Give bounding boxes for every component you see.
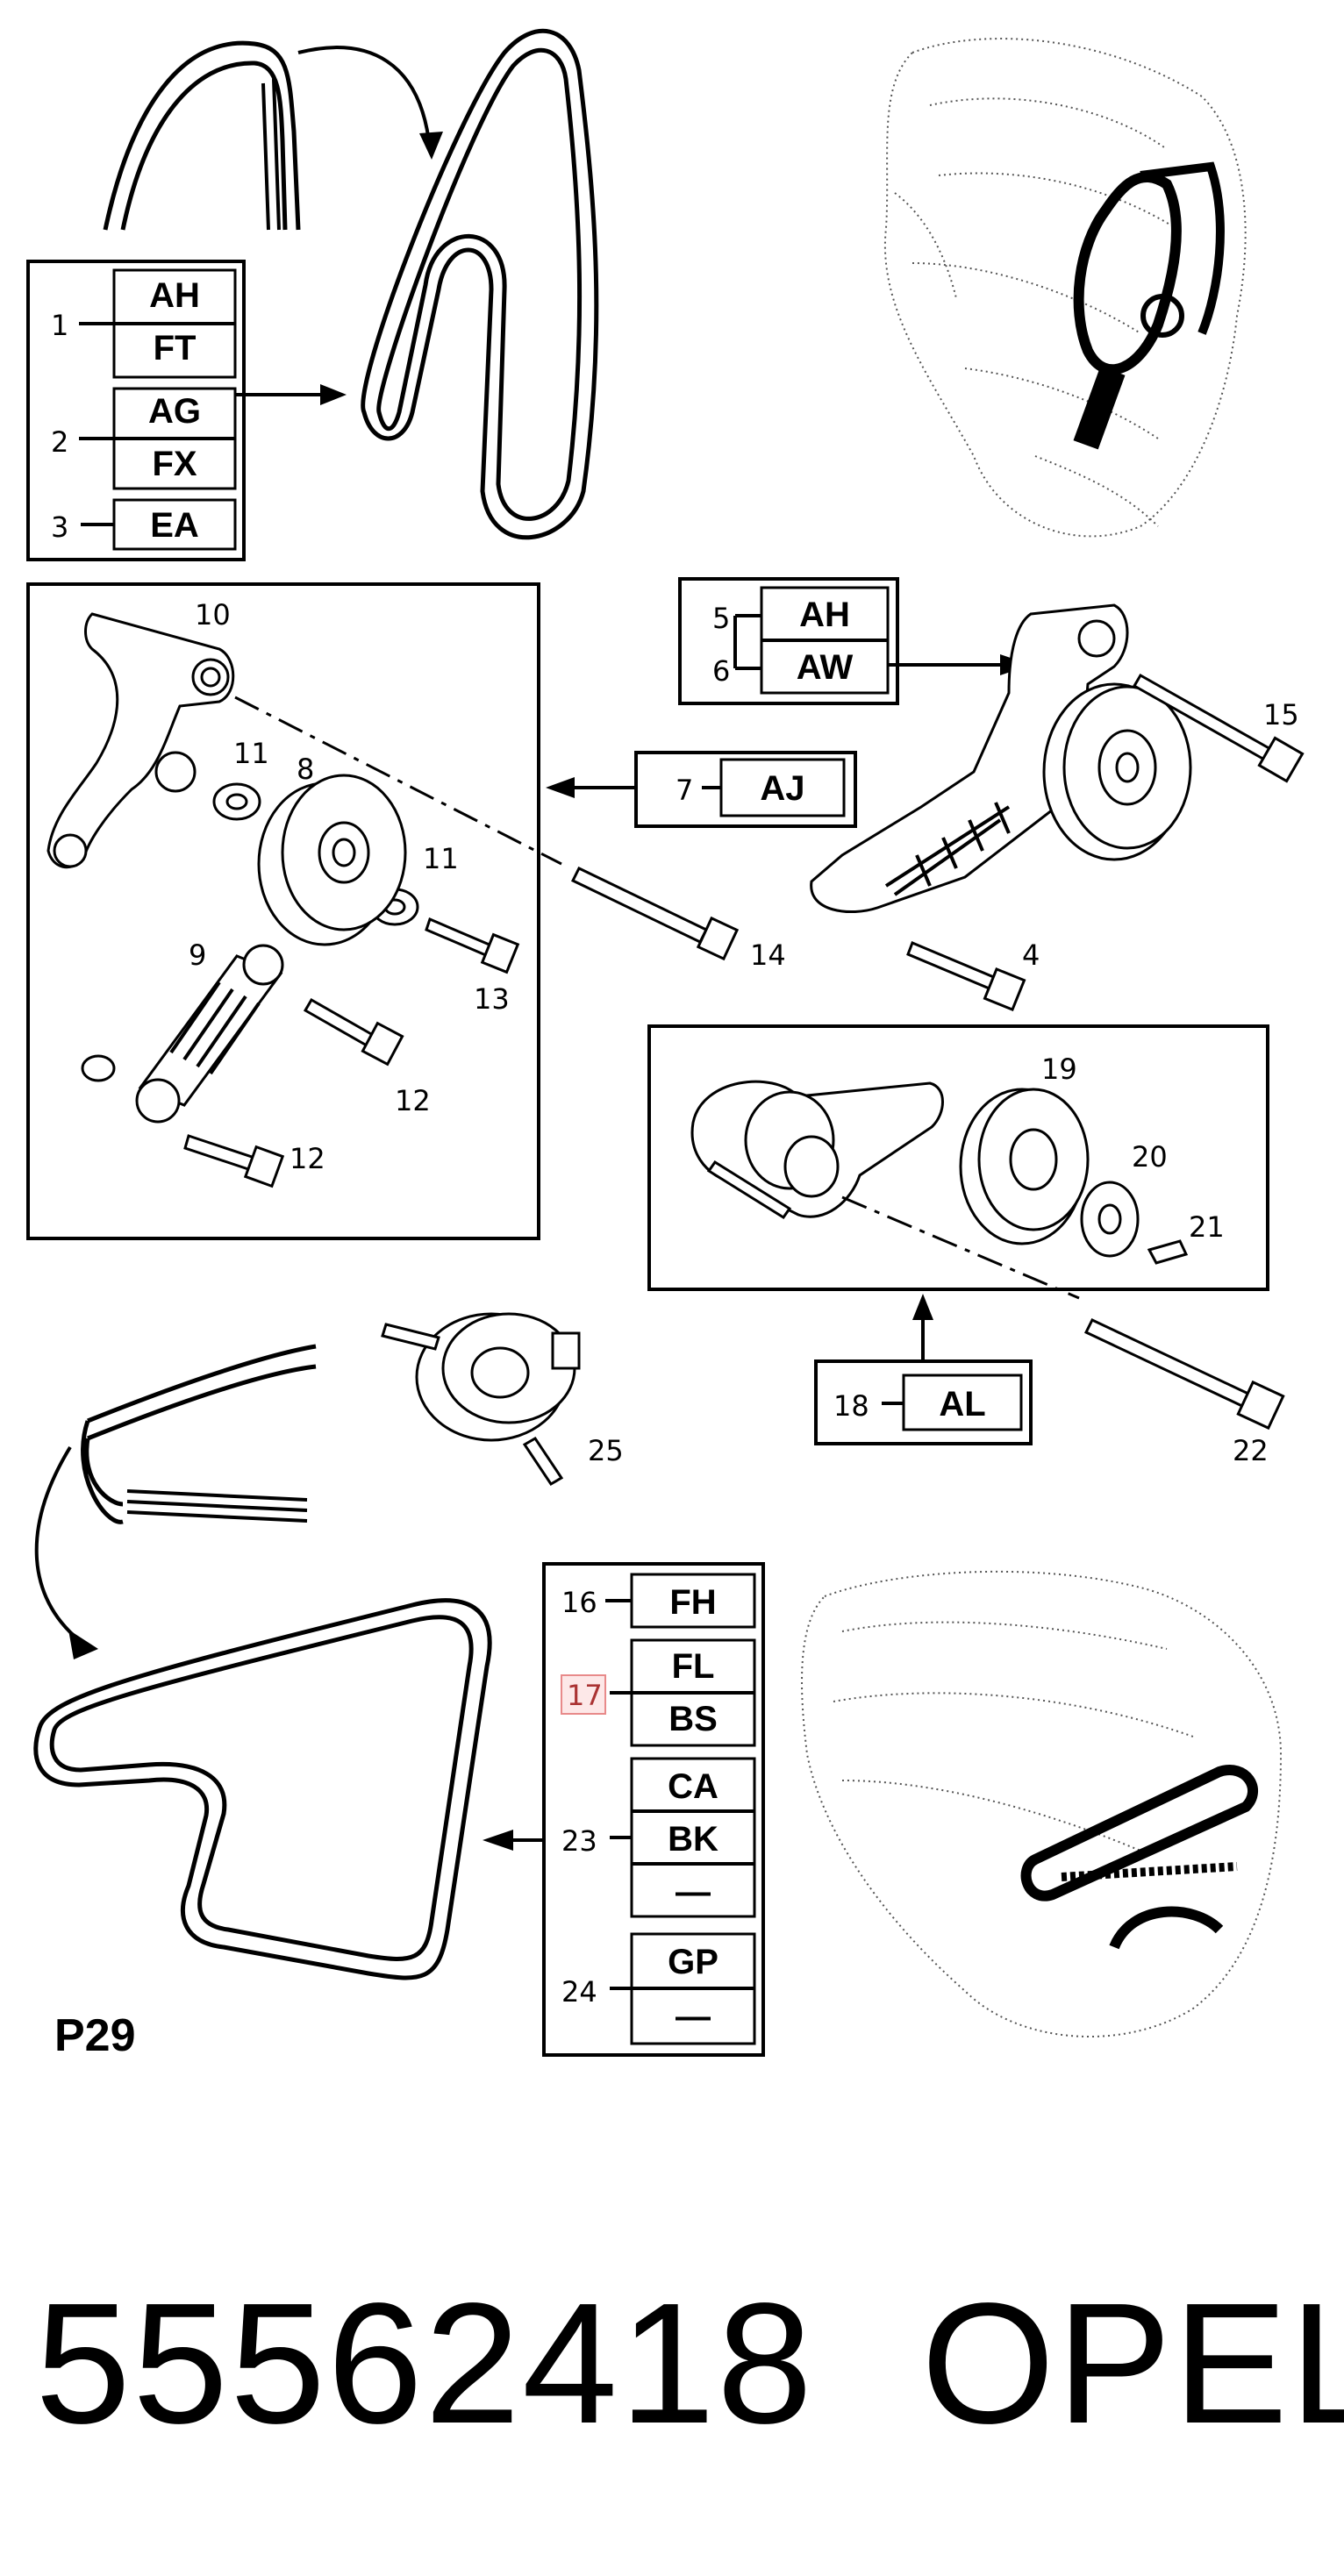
code-FT: FT <box>154 329 197 367</box>
belt-fragment-bottom <box>34 1344 317 1659</box>
idler-pulley-25 <box>381 1312 581 1487</box>
footer: 55562418 OPEL <box>35 2267 1344 2459</box>
callout-6: 6 <box>712 654 730 688</box>
label-11a: 11 <box>233 737 269 770</box>
part-number: 55562418 <box>35 2267 815 2459</box>
code-box-groups-5-6 <box>678 577 1031 705</box>
pulley-assembly-box <box>647 1024 1269 1291</box>
code-dash-23: — <box>676 1873 711 1911</box>
pointer-arrow-curve <box>297 46 432 150</box>
label-12b: 12 <box>290 1142 325 1175</box>
label-12a: 12 <box>395 1084 431 1117</box>
code-AJ: AJ <box>760 769 804 808</box>
code-AG: AG <box>148 392 201 431</box>
callout-17-highlight <box>561 1674 606 1715</box>
label-20: 20 <box>1132 1140 1168 1174</box>
callout-24: 24 <box>561 1975 597 2009</box>
brand-name: OPEL <box>921 2267 1344 2459</box>
code-FH: FH <box>669 1583 716 1622</box>
page-code: P29 <box>54 2010 136 2061</box>
callout-3: 3 <box>51 510 68 544</box>
tensioner-parts-left <box>46 612 520 1188</box>
label-25: 25 <box>588 1434 624 1467</box>
label-8: 8 <box>297 753 314 786</box>
code-dash-24: — <box>676 1997 711 2036</box>
code-box-groups-16-24 <box>483 1562 765 2057</box>
callout-18: 18 <box>833 1389 869 1423</box>
bolt-22 <box>1083 1318 1285 1431</box>
label-9: 9 <box>189 938 206 972</box>
code-GP: GP <box>668 1943 718 1981</box>
pointer-arrow-head <box>419 132 443 160</box>
code-box-group-7 <box>546 751 857 828</box>
serpentine-belt-top <box>361 28 599 540</box>
code-FX: FX <box>152 445 197 483</box>
tensioner-assembly-box <box>26 582 540 1240</box>
code-CA: CA <box>668 1767 718 1806</box>
callout-5: 5 <box>712 602 730 635</box>
tensioner-assembly-right <box>570 603 1305 1012</box>
label-4: 4 <box>1022 938 1040 972</box>
axis-line-tensioner <box>234 696 562 866</box>
callout-23: 23 <box>561 1824 597 1858</box>
callout-17: 17 <box>567 1679 603 1712</box>
label-15: 15 <box>1263 698 1299 731</box>
serpentine-belt-bottom <box>33 1598 492 1980</box>
code-BK: BK <box>668 1820 718 1859</box>
label-22: 22 <box>1233 1434 1269 1467</box>
code-box-groups-1-3 <box>26 260 347 561</box>
label-10: 10 <box>195 598 231 632</box>
label-19: 19 <box>1041 1053 1077 1086</box>
code-EA: EA <box>150 506 199 545</box>
label-14: 14 <box>750 938 786 972</box>
code-AH: AH <box>149 276 200 315</box>
label-13: 13 <box>474 982 510 1016</box>
engine-illustration-bottom <box>801 1570 1283 2037</box>
label-21: 21 <box>1189 1210 1225 1244</box>
callout-2: 2 <box>51 425 68 459</box>
label-11b: 11 <box>423 842 459 875</box>
callout-1: 1 <box>51 309 68 342</box>
callout-16: 16 <box>561 1586 597 1619</box>
code-BS: BS <box>668 1700 718 1738</box>
engine-illustration-top <box>883 38 1247 538</box>
code-AH-5: AH <box>799 596 850 634</box>
code-AW: AW <box>797 648 854 687</box>
belt-fragment-top <box>103 40 301 231</box>
code-box-group-18 <box>814 1294 1033 1445</box>
code-AL: AL <box>939 1385 985 1424</box>
code-FL: FL <box>672 1647 715 1686</box>
callout-7: 7 <box>676 774 693 807</box>
pulley-parts-middle <box>690 1080 1189 1300</box>
